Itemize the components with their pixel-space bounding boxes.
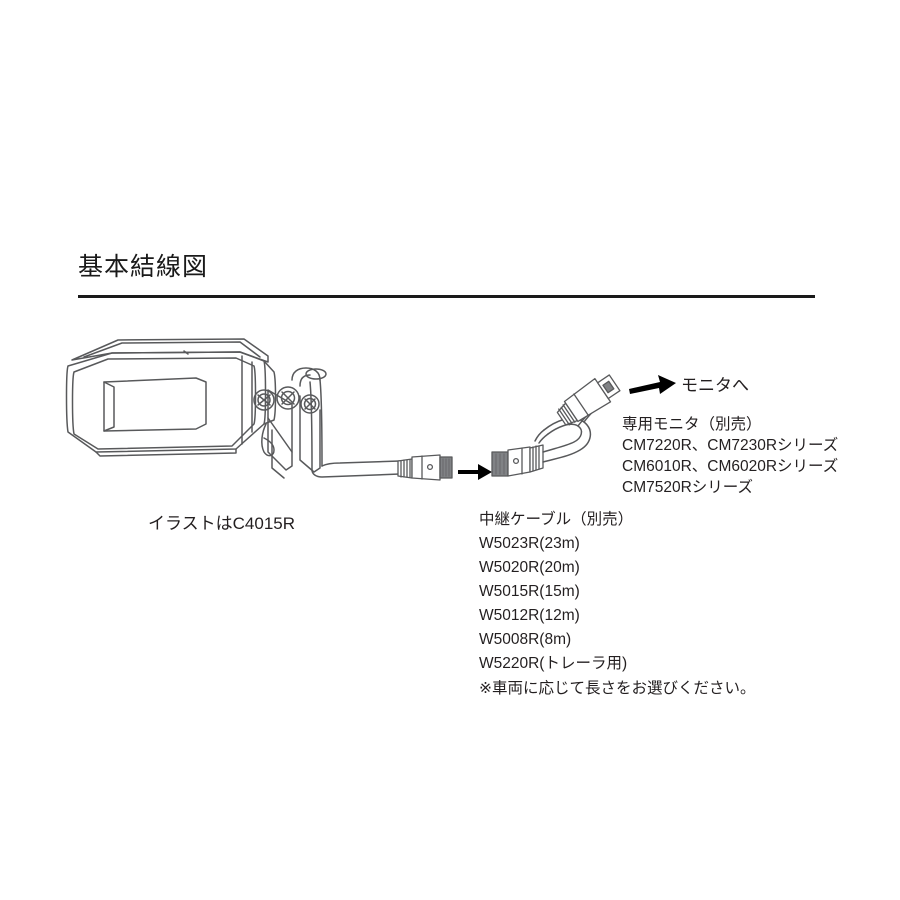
- camera-cable-icon: [291, 367, 401, 478]
- extension-cable-model-line: W5020R(20m): [479, 559, 580, 576]
- extension-cable-model-line: W5220R(トレーラ用): [479, 655, 628, 672]
- extension-cable-note: ※車両に応じて長さをお選びください。: [479, 680, 756, 697]
- extension-cable-model-line: W5015R(15m): [479, 583, 580, 600]
- camera-connector-icon: [397, 454, 453, 481]
- illustration-caption: イラストはC4015R: [148, 514, 296, 533]
- monitor-info-block: 専用モニタ（別売） CM7220R、CM7230Rシリーズ CM6010R、CM…: [622, 414, 838, 498]
- extension-cable-info-block: 中継ケーブル（別売） W5023R(23m) W5020R(20m) W5015…: [479, 508, 756, 701]
- extension-cable-model-line: W5012R(12m): [479, 607, 580, 624]
- to-monitor-label: モニタへ: [681, 376, 749, 395]
- extension-cable-model-line: W5008R(8m): [479, 631, 572, 648]
- to-monitor-arrow-icon: [629, 375, 676, 394]
- extension-cable-model-line: W5023R(23m): [479, 535, 580, 552]
- connection-arrow: [458, 464, 492, 480]
- monitor-heading: 専用モニタ（別売）: [622, 416, 762, 433]
- monitor-connector-icon: [556, 374, 621, 426]
- monitor-model-line: CM7520Rシリーズ: [622, 479, 754, 496]
- camera-body-icon: [65, 338, 277, 457]
- extension-cable-female-connector-icon: [491, 444, 544, 477]
- camera-mount-bracket-icon: [253, 386, 321, 479]
- extension-cable-heading: 中継ケーブル（別売）: [479, 511, 634, 528]
- title-divider: [78, 295, 815, 298]
- monitor-model-line: CM7220R、CM7230Rシリーズ: [622, 437, 839, 454]
- extension-cable-icon: [534, 401, 603, 463]
- page-title: 基本結線図: [78, 253, 209, 281]
- monitor-model-line: CM6010R、CM6020Rシリーズ: [622, 458, 839, 475]
